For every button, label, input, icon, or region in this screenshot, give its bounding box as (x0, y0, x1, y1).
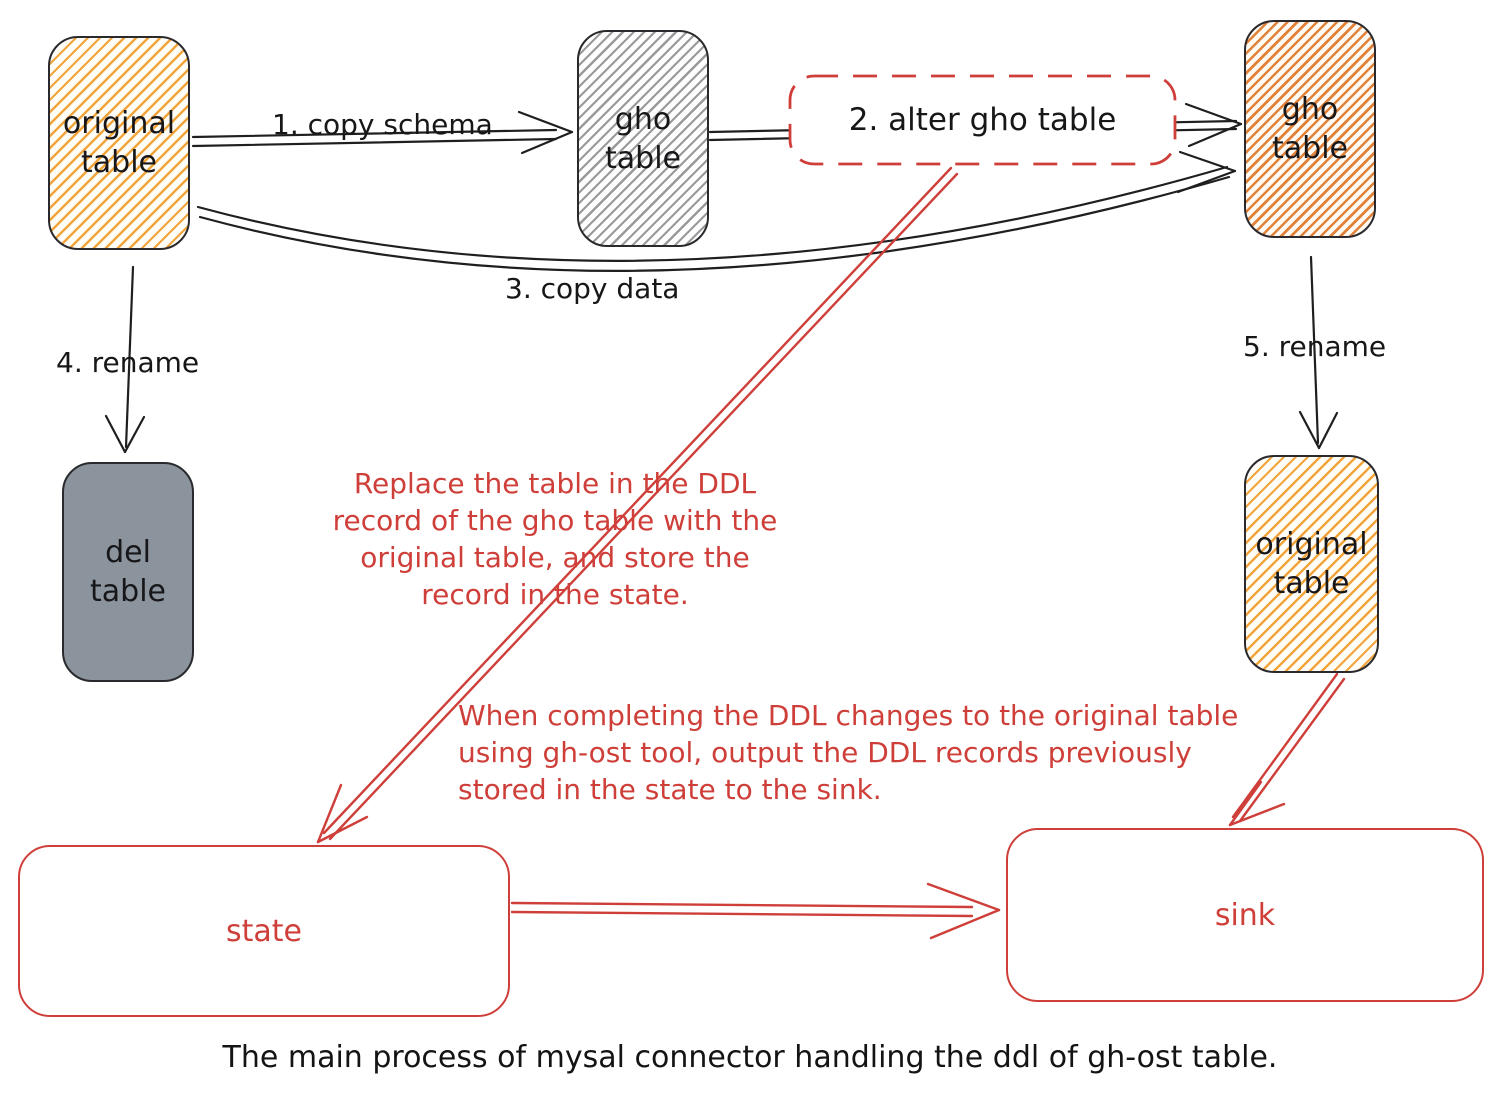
step-label-rename-left: 4. rename (56, 346, 200, 379)
node-gho-table-right: gho table (1244, 20, 1376, 238)
node-gho-table-mid-label: gho table (605, 101, 681, 176)
annotation-replace-record: Replace the table in the DDL record of t… (332, 467, 778, 611)
node-original-table-left: original table (48, 36, 190, 250)
step-label-alter-gho-table: 2. alter gho table (790, 76, 1175, 164)
step-label-copy-data: 3. copy data (505, 272, 680, 305)
node-sink-label: sink (1214, 897, 1276, 933)
node-gho-table-mid: gho table (577, 30, 709, 247)
annotation-output-to-sink: When completing the DDL changes to the o… (458, 699, 1239, 806)
arrow-copy-data (196, 150, 1237, 272)
arrow-original-table-to-sink (1228, 672, 1346, 827)
arrow-copy-schema (191, 110, 574, 155)
node-del-table-label: del table (90, 535, 166, 609)
node-sink: sink (1006, 828, 1484, 1002)
arrow-store-record-to-state (316, 166, 959, 844)
diagram-caption: The main process of mysal connector hand… (222, 1040, 1278, 1075)
node-state: state (18, 845, 510, 1017)
node-original-table-right-label: original table (1255, 527, 1368, 601)
alter-gho-table-dashed-box (788, 74, 1177, 166)
step-label-copy-schema: 1. copy schema (272, 108, 493, 141)
node-gho-table-right-label: gho table (1272, 92, 1348, 166)
arrow-rename-left (104, 265, 146, 454)
step-label-alter-gho-table-text: 2. alter gho table (848, 102, 1117, 138)
node-original-table-right: original table (1244, 455, 1379, 673)
arrow-state-to-sink (510, 882, 1001, 940)
node-del-table: del table (62, 462, 194, 682)
step-label-rename-right: 5. rename (1243, 330, 1387, 363)
node-state-label: state (226, 913, 302, 949)
node-original-table-left-label: original table (62, 106, 176, 180)
arrow-rename-right (1298, 255, 1339, 450)
